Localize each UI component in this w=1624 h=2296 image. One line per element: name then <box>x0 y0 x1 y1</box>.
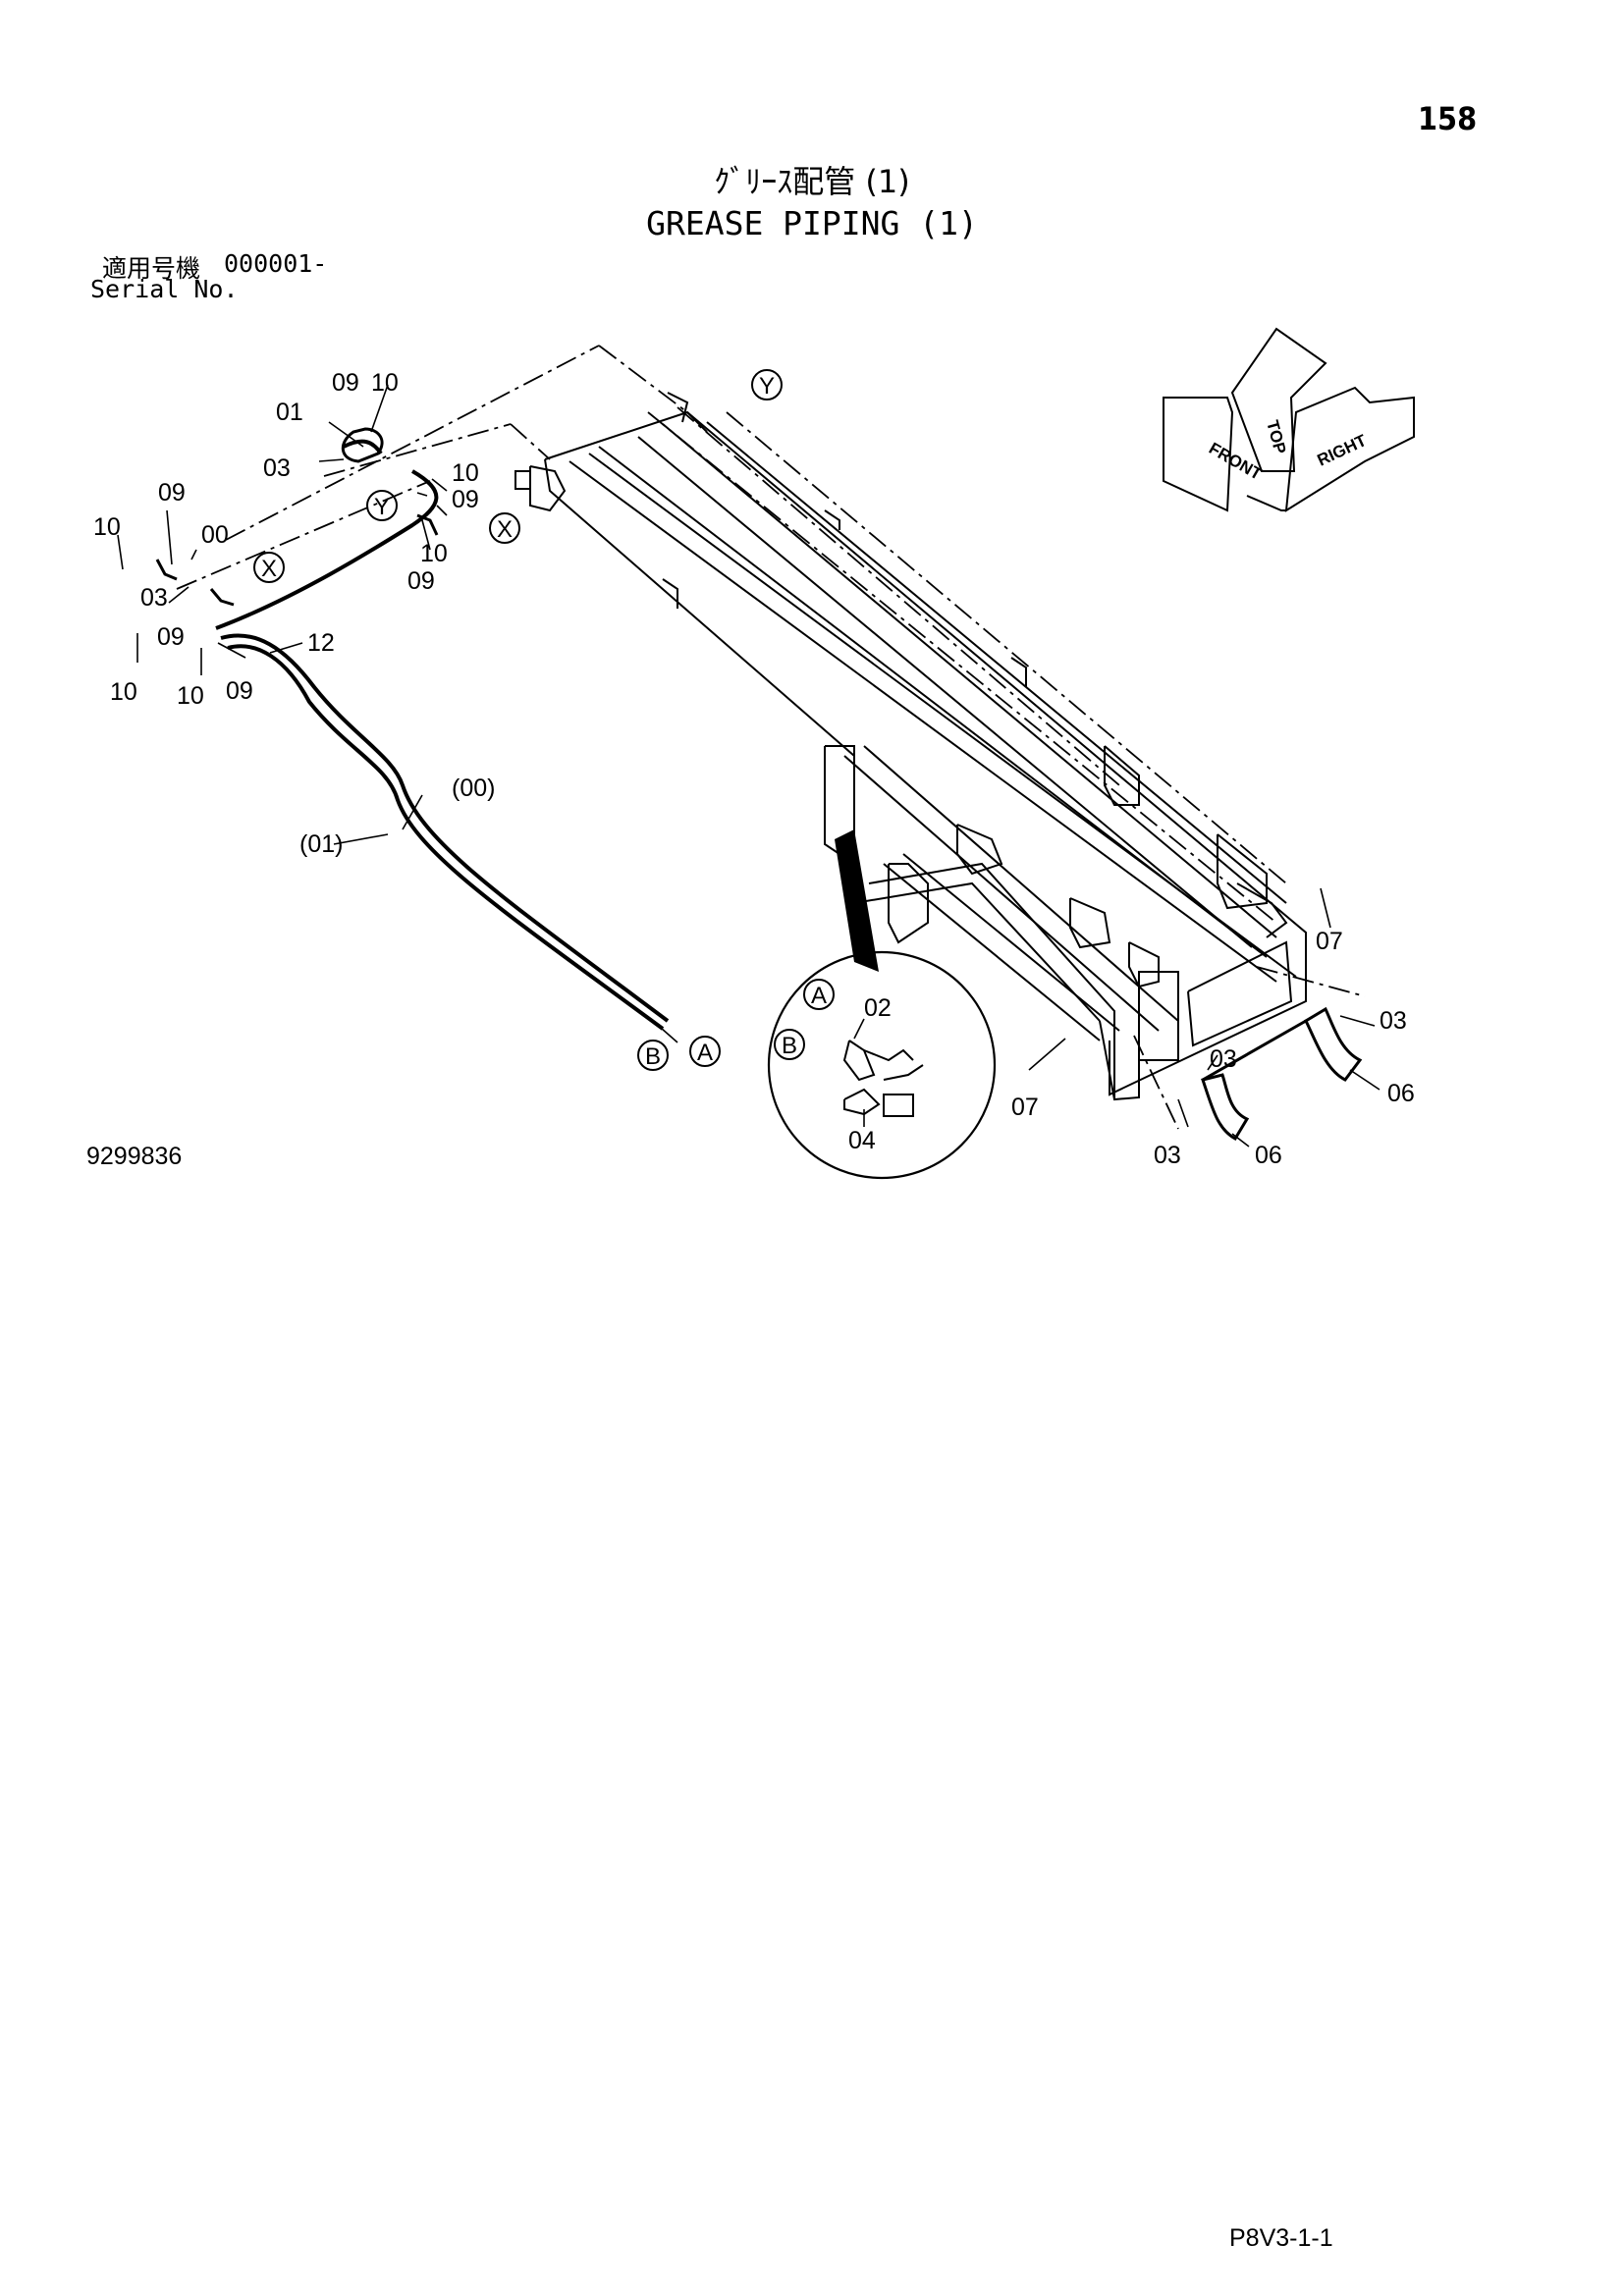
footer-code: P8V3-1-1 <box>1229 2224 1333 2252</box>
marker-b-hose: B <box>645 1043 661 1070</box>
callout-09: 09 <box>157 623 185 651</box>
callout-06: 06 <box>1255 1142 1282 1169</box>
callout-10: 10 <box>452 459 479 487</box>
callout-10: 10 <box>110 678 137 706</box>
marker-circles <box>253 369 835 1071</box>
grease-hose-lines <box>215 439 670 1031</box>
orientation-top-label: TOP <box>1263 418 1289 455</box>
callout-04: 04 <box>848 1127 876 1154</box>
callout-00: 00 <box>201 521 229 549</box>
callout-07: 07 <box>1011 1094 1039 1121</box>
marker-a-detail: A <box>811 983 827 1009</box>
callout-00-paren: (00) <box>452 774 495 802</box>
callout-09: 09 <box>332 369 359 397</box>
callout-03: 03 <box>1154 1142 1181 1169</box>
detail-bubble <box>767 950 997 1180</box>
detail-fittings <box>842 1040 924 1117</box>
orientation-front-label: FRONT <box>1206 439 1266 484</box>
marker-y-top: Y <box>759 373 775 400</box>
callout-02: 02 <box>864 994 892 1022</box>
callout-01: 01 <box>276 399 303 426</box>
callout-06: 06 <box>1387 1080 1415 1107</box>
callout-10: 10 <box>93 513 121 541</box>
callout-10: 10 <box>420 540 448 567</box>
serial-label-japanese: 適用号機 <box>102 254 201 283</box>
page-title-japanese: ｸﾞﾘｰｽ配管 (1) <box>714 163 910 200</box>
callout-01-paren: (01) <box>299 830 343 858</box>
detail-pointer <box>835 829 879 972</box>
leader-lines <box>117 384 1380 1148</box>
conveyor-frame <box>514 392 1307 1101</box>
callout-09: 09 <box>158 479 186 507</box>
serial-label-english: Serial No. <box>90 275 239 303</box>
page-title-english: GREASE PIPING (1) <box>646 204 978 242</box>
page-number: 158 <box>1418 100 1478 137</box>
marker-a-hose: A <box>697 1040 713 1066</box>
marker-x-right: X <box>497 516 513 543</box>
callout-09: 09 <box>407 567 435 595</box>
callout-03: 03 <box>1210 1045 1237 1073</box>
callout-07: 07 <box>1316 928 1343 955</box>
phantom-lines <box>176 345 1366 1130</box>
callout-03: 03 <box>1380 1007 1407 1035</box>
callout-10: 10 <box>177 682 204 710</box>
callout-12: 12 <box>307 629 335 657</box>
orientation-symbol <box>1163 327 1415 512</box>
callout-09: 09 <box>226 677 253 705</box>
serial-value: 000001- <box>224 249 328 278</box>
callout-03: 03 <box>140 584 168 612</box>
marker-b-detail: B <box>782 1033 797 1059</box>
drawing-number: 9299836 <box>86 1143 183 1170</box>
marker-x-left: X <box>261 556 277 582</box>
marker-y-left: Y <box>374 494 390 520</box>
callout-10: 10 <box>371 369 399 397</box>
callout-09: 09 <box>452 486 479 513</box>
hose-fittings <box>155 427 1363 1142</box>
callout-03: 03 <box>263 454 291 482</box>
